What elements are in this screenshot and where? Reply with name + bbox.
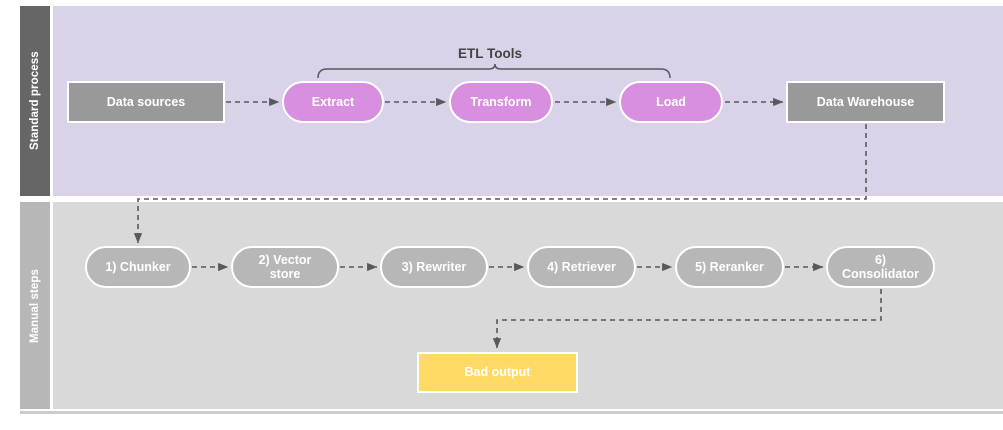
node-data-warehouse[interactable]: Data Warehouse bbox=[786, 81, 945, 123]
node-reranker[interactable]: 5) Reranker bbox=[675, 246, 784, 288]
node-load[interactable]: Load bbox=[619, 81, 723, 123]
node-chunker[interactable]: 1) Chunker bbox=[85, 246, 191, 288]
node-bad-output[interactable]: Bad output bbox=[417, 352, 578, 393]
node-retriever[interactable]: 4) Retriever bbox=[527, 246, 636, 288]
node-consolidator[interactable]: 6) Consolidator bbox=[826, 246, 935, 288]
node-data-sources[interactable]: Data sources bbox=[67, 81, 225, 123]
lane-manual-steps-label-text: Manual steps bbox=[29, 268, 41, 343]
lane-standard-process-label-text: Standard process bbox=[29, 51, 41, 151]
lane-standard-process-label: Standard process bbox=[20, 6, 50, 196]
node-vector-store[interactable]: 2) Vector store bbox=[231, 246, 339, 288]
node-rewriter[interactable]: 3) Rewriter bbox=[380, 246, 488, 288]
node-transform[interactable]: Transform bbox=[449, 81, 553, 123]
bottom-divider bbox=[20, 411, 1003, 414]
lane-manual-steps-label: Manual steps bbox=[20, 202, 50, 409]
etl-tools-caption: ETL Tools bbox=[458, 46, 522, 61]
node-extract[interactable]: Extract bbox=[282, 81, 384, 123]
